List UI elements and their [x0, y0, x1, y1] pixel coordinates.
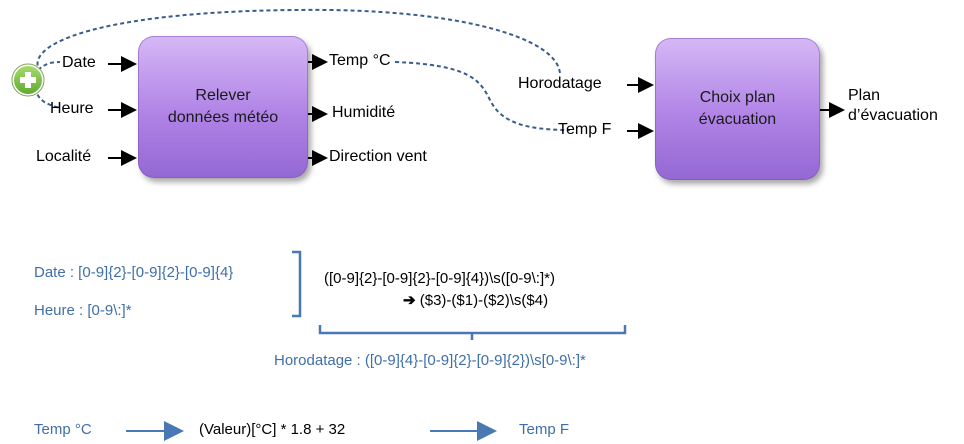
conv-formula: (Valeur)[°C] * 1.8 + 32 [199, 421, 346, 438]
conv-from: Temp °C [34, 421, 92, 438]
conv-to: Temp F [519, 421, 570, 438]
input-localite: Localité [36, 148, 92, 165]
regex-date: Date : [0-9]{2}-[0-9]{2}-[0-9]{4} [34, 264, 234, 281]
plus-icon [11, 63, 45, 97]
process-box-relever: Relever données météo [138, 36, 308, 178]
bracket-right [292, 250, 302, 318]
brace-bottom [318, 325, 627, 340]
dashed-link-date [37, 61, 61, 71]
output-humidite: Humidité [332, 104, 396, 121]
regex-horodatage: Horodatage : ([0-9]{4}-[0-9]{2}-[0-9]{2}… [274, 352, 586, 369]
box1-line1: Relever [195, 87, 251, 104]
dashed-link-date-horodatage [36, 8, 561, 76]
output-temp-c: Temp °C [329, 52, 391, 69]
box1-line2: données météo [167, 109, 279, 126]
regex-replace-row: ➔ ($3)-($1)-($2)\s($4) [403, 291, 548, 309]
regex-heure: Heure : [0-9\:]* [34, 302, 132, 319]
box2-line2: évacuation [698, 111, 777, 128]
input-date: Date [62, 54, 96, 71]
regex-pattern: ([0-9]{2}-[0-9]{2}-[0-9]{4})\s([0-9\:]*) [324, 270, 555, 287]
input-temp-f: Temp F [558, 121, 612, 138]
regex-replace: ($3)-($1)-($2)\s($4) [419, 292, 549, 309]
box2-line1: Choix plan [699, 89, 776, 106]
output2-line2: d’évacuation [848, 107, 938, 124]
arrow-right-icon: ➔ [403, 292, 416, 309]
input-heure: Heure [50, 100, 94, 117]
process-box-choix: Choix plan évacuation [655, 38, 820, 180]
input-horodatage: Horodatage [518, 75, 602, 92]
output2-line1: Plan [848, 87, 881, 104]
output-plan-evacuation: Plan d’évacuation [848, 86, 938, 126]
dashed-link-temp [394, 61, 571, 131]
output-direction-vent: Direction vent [329, 148, 427, 165]
